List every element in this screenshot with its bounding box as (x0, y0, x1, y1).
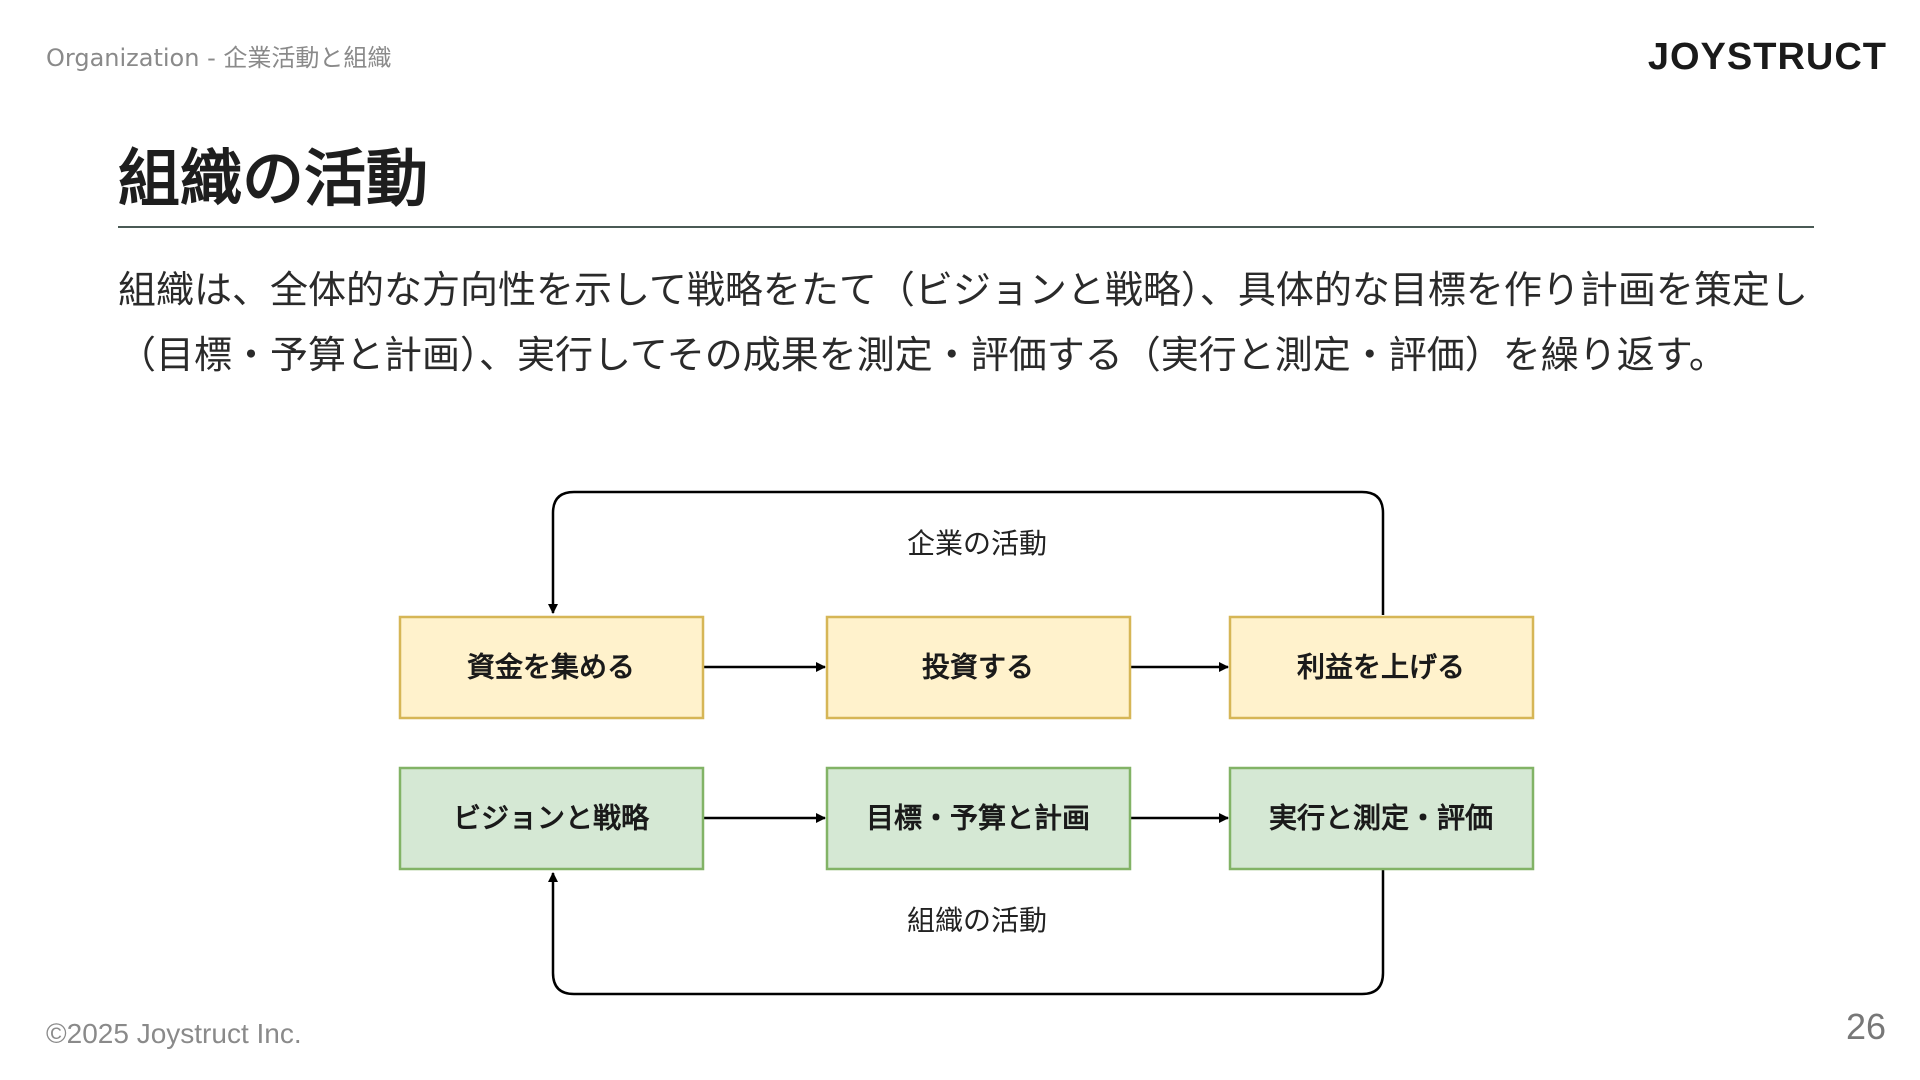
node-box (825, 615, 1132, 720)
body-text: 組織は、全体的な方向性を示して戦略をたて（ビジョンと戦略）、具体的な目標を作り計… (118, 268, 1808, 377)
node-execute-measure-evaluate: 実行と測定・評価 (1228, 766, 1535, 871)
bottom-loop-label: 組織の活動 (907, 904, 1047, 937)
breadcrumb: Organization - 企業活動と組織 (46, 44, 392, 72)
node-box (398, 615, 705, 720)
node-make-profit: 利益を上げる (1228, 615, 1535, 720)
node-label: 資金を集める (467, 651, 635, 684)
brand-logo: JOYSTRUCT (1647, 36, 1887, 78)
node-raise-funds: 資金を集める (398, 615, 705, 720)
bottom-loop-edge (548, 869, 1385, 996)
node-label: 投資する (922, 651, 1034, 684)
node-label: 目標・予算と計画 (866, 802, 1090, 835)
page-number: 26 (1845, 1006, 1886, 1047)
page-title: 組織の活動 (118, 142, 429, 215)
node-goals-budget-plan: 目標・予算と計画 (825, 766, 1132, 871)
node-box (398, 766, 705, 871)
copyright: ©2025 Joystruct Inc. (46, 1018, 302, 1049)
node-box (1228, 766, 1535, 871)
node-vision-strategy: ビジョンと戦略 (398, 766, 705, 871)
node-label: ビジョンと戦略 (453, 802, 650, 835)
node-invest: 投資する (825, 615, 1132, 720)
node-box (825, 766, 1132, 871)
title-divider (118, 226, 1814, 228)
node-box (1228, 615, 1535, 720)
top-loop-label: 企業の活動 (907, 527, 1047, 560)
node-label: 利益を上げる (1297, 651, 1465, 684)
top-loop-edge (548, 490, 1385, 615)
node-label: 実行と測定・評価 (1269, 802, 1493, 835)
